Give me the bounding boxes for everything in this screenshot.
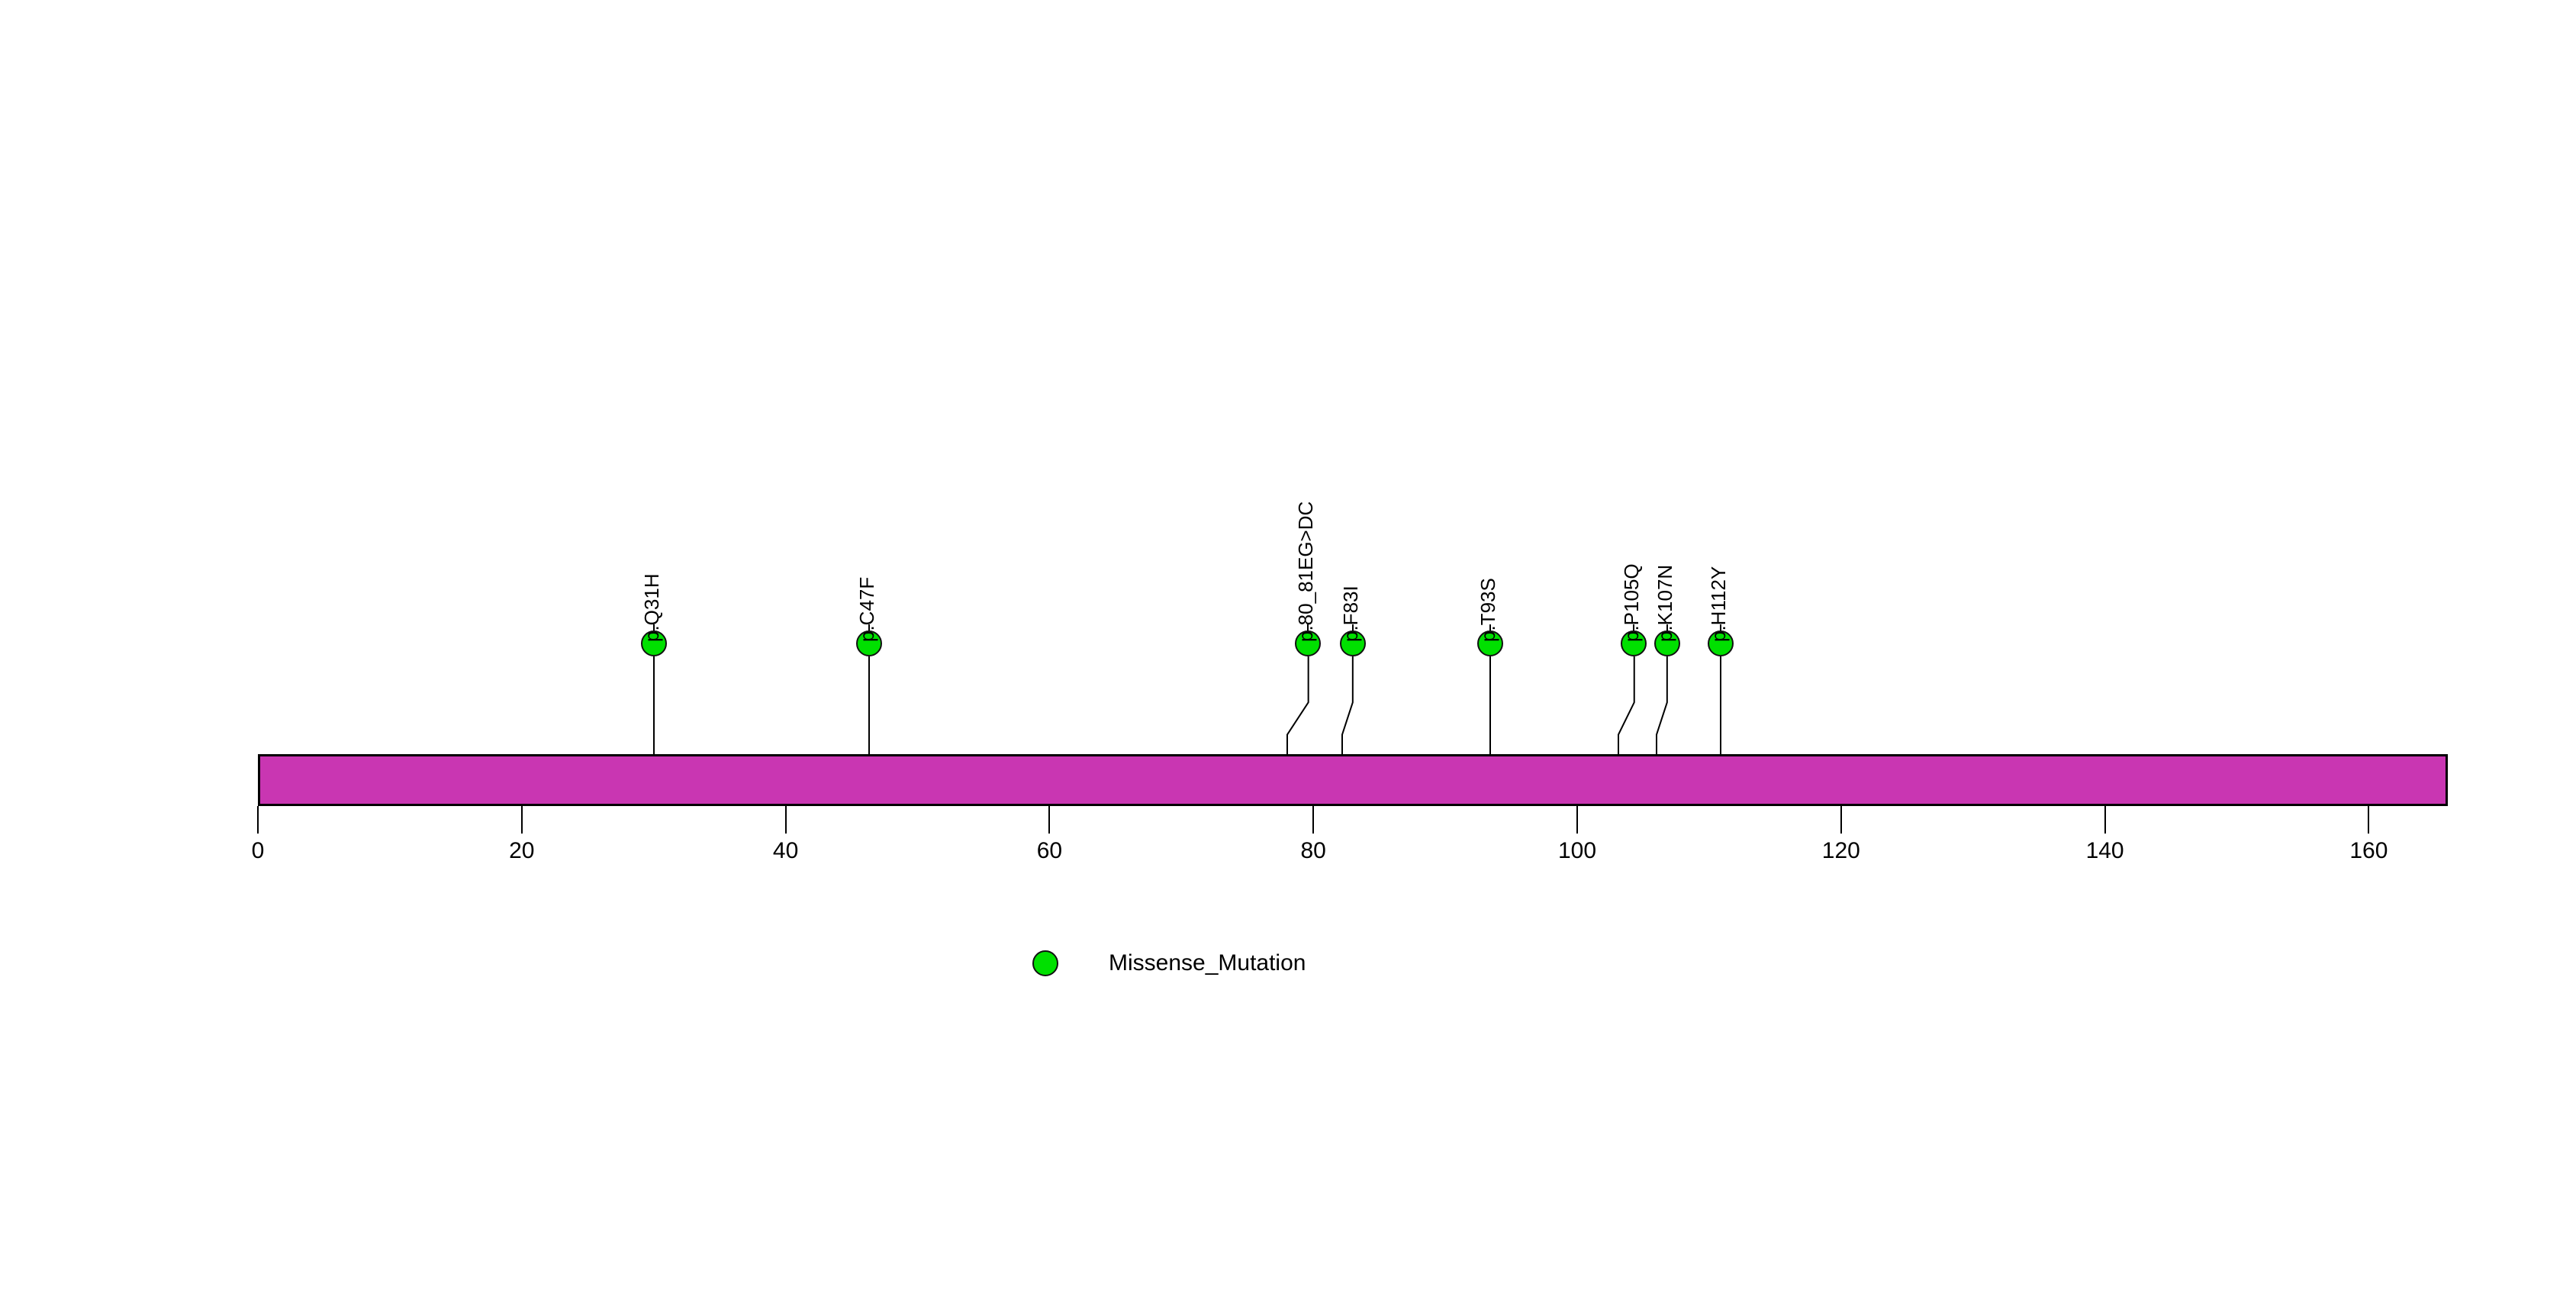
legend-swatch-missense <box>1032 950 1058 976</box>
lollipop-cap-tick <box>1489 624 1491 632</box>
axis-tick-label: 120 <box>1821 838 1860 863</box>
axis-tick-label: 80 <box>1300 838 1326 863</box>
mutation-marker[interactable] <box>1621 630 1647 656</box>
axis-tick-mark <box>2368 806 2370 834</box>
lollipop-cap-tick <box>1720 624 1722 632</box>
mutation-marker[interactable] <box>1340 630 1367 656</box>
mutation-label: p.P105Q <box>1620 563 1644 642</box>
axis-tick-label: 60 <box>1036 838 1063 863</box>
axis-tick-label: 160 <box>2349 838 2388 863</box>
mutation-label: p.F83I <box>1339 585 1363 642</box>
axis-tick-mark <box>257 806 259 834</box>
legend: Missense_Mutation <box>1032 950 1306 976</box>
axis-tick-label: 40 <box>772 838 799 863</box>
mutation-label: p.T93S <box>1476 578 1499 642</box>
axis-tick-mark <box>1840 806 1842 834</box>
mutation-label: p.H112Y <box>1707 566 1731 642</box>
lollipop-cap-tick <box>1352 624 1354 632</box>
mutation-marker[interactable] <box>855 630 882 656</box>
axis-tick-label: 0 <box>251 838 265 863</box>
axis-tick-label: 100 <box>1557 838 1597 863</box>
lollipop-stem <box>652 656 655 754</box>
lollipop-stem <box>1720 656 1722 754</box>
lollipop-stem <box>868 656 870 754</box>
legend-label: Missense_Mutation <box>1109 950 1306 976</box>
lollipop-stem <box>1489 656 1491 754</box>
mutation-marker[interactable] <box>1476 630 1503 656</box>
axis-tick-mark <box>1576 806 1578 834</box>
axis-tick-mark <box>1048 806 1051 834</box>
mutation-label: p.C47F <box>855 576 878 642</box>
lollipop-cap-tick <box>868 624 870 632</box>
lollipop-cap-tick <box>1666 624 1668 632</box>
axis-tick-mark <box>1312 806 1315 834</box>
lollipop-stem <box>1286 656 1309 754</box>
mutation-marker[interactable] <box>1295 630 1322 656</box>
lollipop-cap-tick <box>652 624 655 632</box>
lollipop-stem <box>1655 656 1668 754</box>
mutation-label: p.Q31H <box>639 573 663 642</box>
protein-domain-bar[interactable] <box>258 754 2449 806</box>
lollipop-cap-tick <box>1633 624 1635 632</box>
axis-tick-mark <box>2104 806 2106 834</box>
axis-tick-label: 20 <box>509 838 535 863</box>
lollipop-stem <box>1617 656 1635 754</box>
lollipop-stem <box>1341 656 1354 754</box>
mutation-marker[interactable] <box>640 630 667 656</box>
mutation-label: p.K107N <box>1653 564 1676 642</box>
axis-tick-mark <box>520 806 523 834</box>
mutation-label: p.80_81EG>DC <box>1294 501 1318 642</box>
axis-tick-label: 140 <box>2085 838 2124 863</box>
axis-tick-mark <box>784 806 787 834</box>
mutation-marker[interactable] <box>1708 630 1734 656</box>
mutation-marker[interactable] <box>1653 630 1680 656</box>
lollipop-cap-tick <box>1307 624 1309 632</box>
